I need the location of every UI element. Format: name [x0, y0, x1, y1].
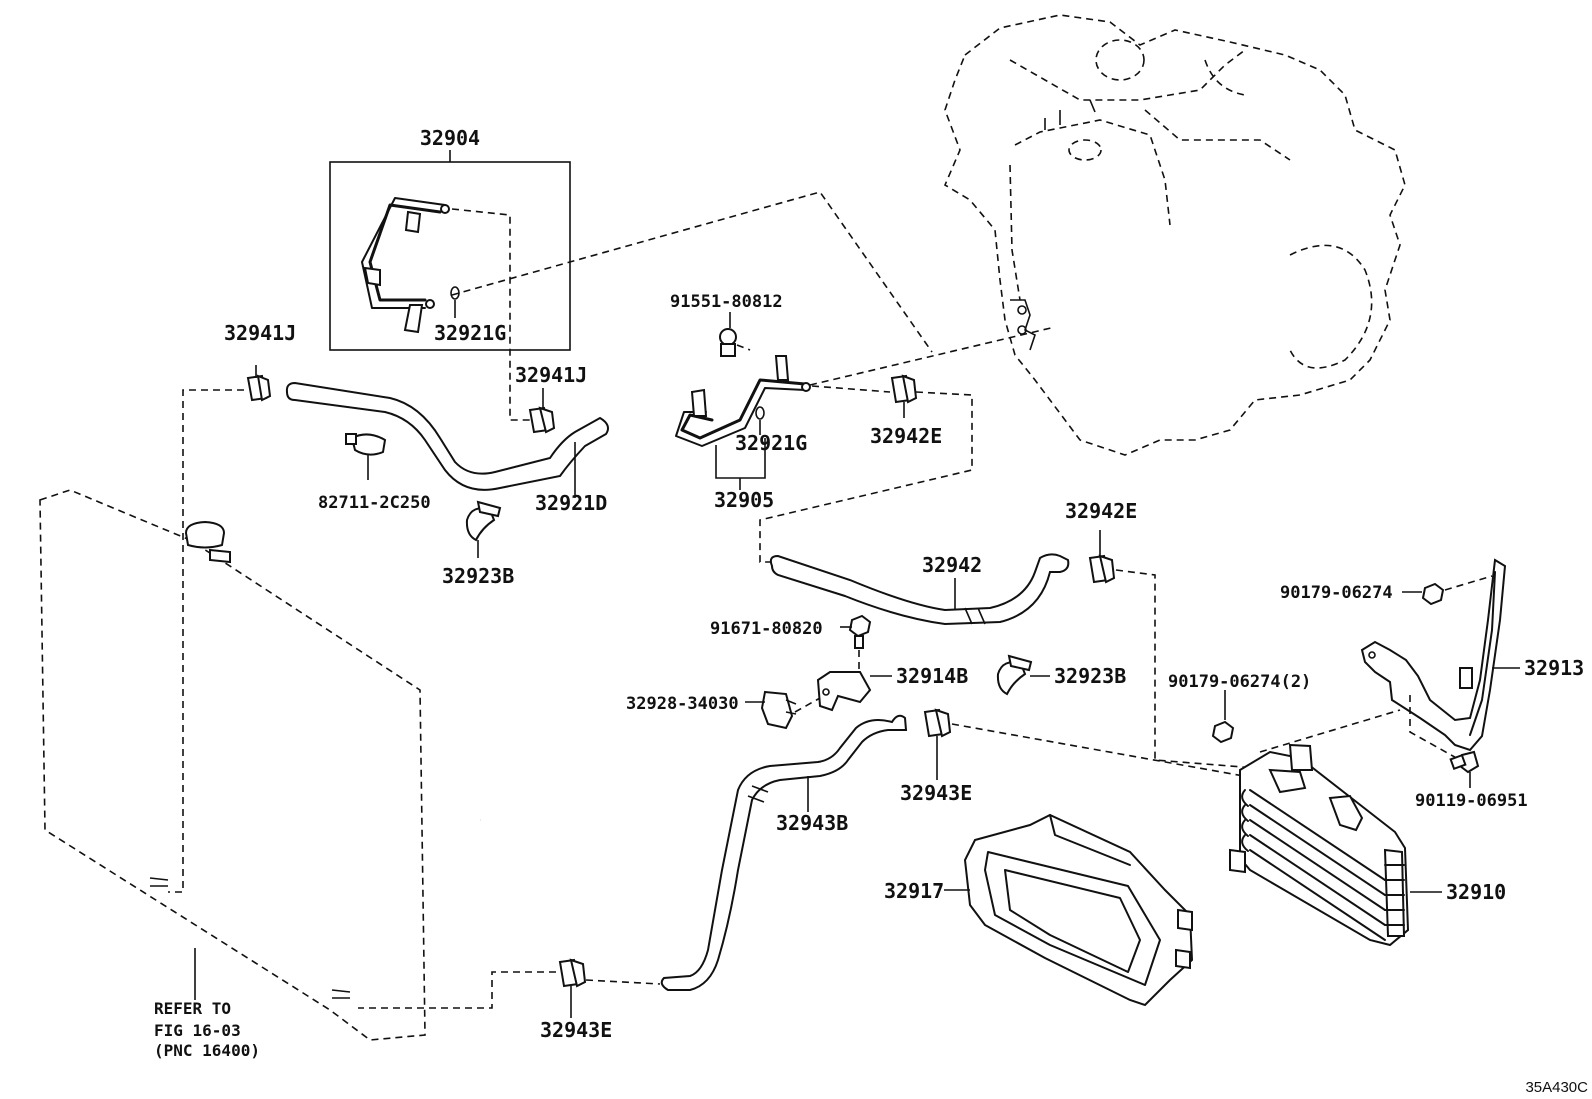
label-32941J-mid: 32941J	[515, 363, 587, 387]
label-32941J-left: 32941J	[224, 321, 296, 345]
label-91671-80820: 91671-80820	[710, 619, 823, 639]
label-32913: 32913	[1524, 656, 1584, 680]
label-32942: 32942	[922, 553, 982, 577]
hose-clamp-32923B-mid	[996, 654, 1050, 696]
label-32923B-mid: 32923B	[1054, 664, 1126, 688]
bolt-90179-06274-top	[1402, 575, 1493, 606]
hose-32921D	[168, 365, 609, 893]
label-32921D: 32921D	[535, 491, 607, 515]
hose-clamp-32941J-left	[246, 365, 272, 402]
hose-32942	[769, 553, 1070, 626]
label-32914B: 32914B	[896, 664, 968, 688]
label-32921G-top: 32921G	[434, 321, 506, 345]
refer-note-line3: (PNC 16400)	[154, 1041, 260, 1060]
hose-clamp-32923B-top	[465, 500, 502, 558]
hose-clamp-82711	[345, 433, 387, 480]
hose-32943B	[660, 714, 908, 991]
hose-clamp-32942E-top	[759, 374, 973, 563]
label-32942E-right: 32942E	[1065, 499, 1137, 523]
label-32923B-top: 32923B	[442, 564, 514, 588]
bolt-90179-06274-two	[1211, 690, 1401, 753]
hose-clamp-32942E-right	[1088, 530, 1256, 769]
label-32928-34030: 32928-34030	[626, 694, 739, 714]
refer-note-line2: FIG 16-03	[154, 1021, 241, 1040]
label-91551-80812: 91551-80812	[670, 292, 783, 312]
diagram-id: 35A430C	[1525, 1079, 1588, 1096]
label-32904: 32904	[420, 126, 480, 150]
label-32942E-top: 32942E	[870, 424, 942, 448]
label-90179-06274-2: 90179-06274(2)	[1168, 672, 1311, 692]
tube-assembly-32904	[329, 150, 571, 421]
bracket-32914B	[816, 671, 892, 712]
label-90119-06951: 90119-06951	[1415, 791, 1528, 811]
transmission-case	[943, 14, 1406, 456]
label-32910: 32910	[1446, 880, 1506, 904]
label-32943B: 32943B	[776, 811, 848, 835]
bracket-32913	[1360, 558, 1520, 761]
part-labels: 32904 32921G 32941J 32941J 82711-2C250 3…	[224, 126, 1584, 1042]
radiator	[39, 489, 426, 1041]
air-duct-32917	[944, 813, 1194, 1007]
bolt-91551-80812	[719, 312, 751, 357]
label-32917: 32917	[884, 879, 944, 903]
refer-note-line1: REFER TO	[154, 999, 231, 1018]
label-82711-2C250: 82711-2C250	[318, 493, 431, 513]
tube-assembly-32905	[451, 191, 1056, 490]
hose-clamp-32943E-mid	[923, 708, 1256, 780]
bolt-90119-06951	[1449, 750, 1480, 788]
bolt-91671-80820	[840, 614, 872, 672]
label-32905: 32905	[714, 488, 774, 512]
hose-clamp-32943E-bottom	[358, 958, 661, 1018]
label-32943E-bottom: 32943E	[540, 1018, 612, 1042]
clip-32928-34030	[745, 690, 821, 730]
refer-note: REFER TO FIG 16-03 (PNC 16400)	[154, 948, 260, 1060]
label-32943E-mid: 32943E	[900, 781, 972, 805]
oil-cooler-32910	[1229, 743, 1442, 947]
hose-clamp-32941J-mid	[528, 388, 556, 434]
label-32921G-mid: 32921G	[735, 431, 807, 455]
label-90179-06274: 90179-06274	[1280, 583, 1393, 603]
